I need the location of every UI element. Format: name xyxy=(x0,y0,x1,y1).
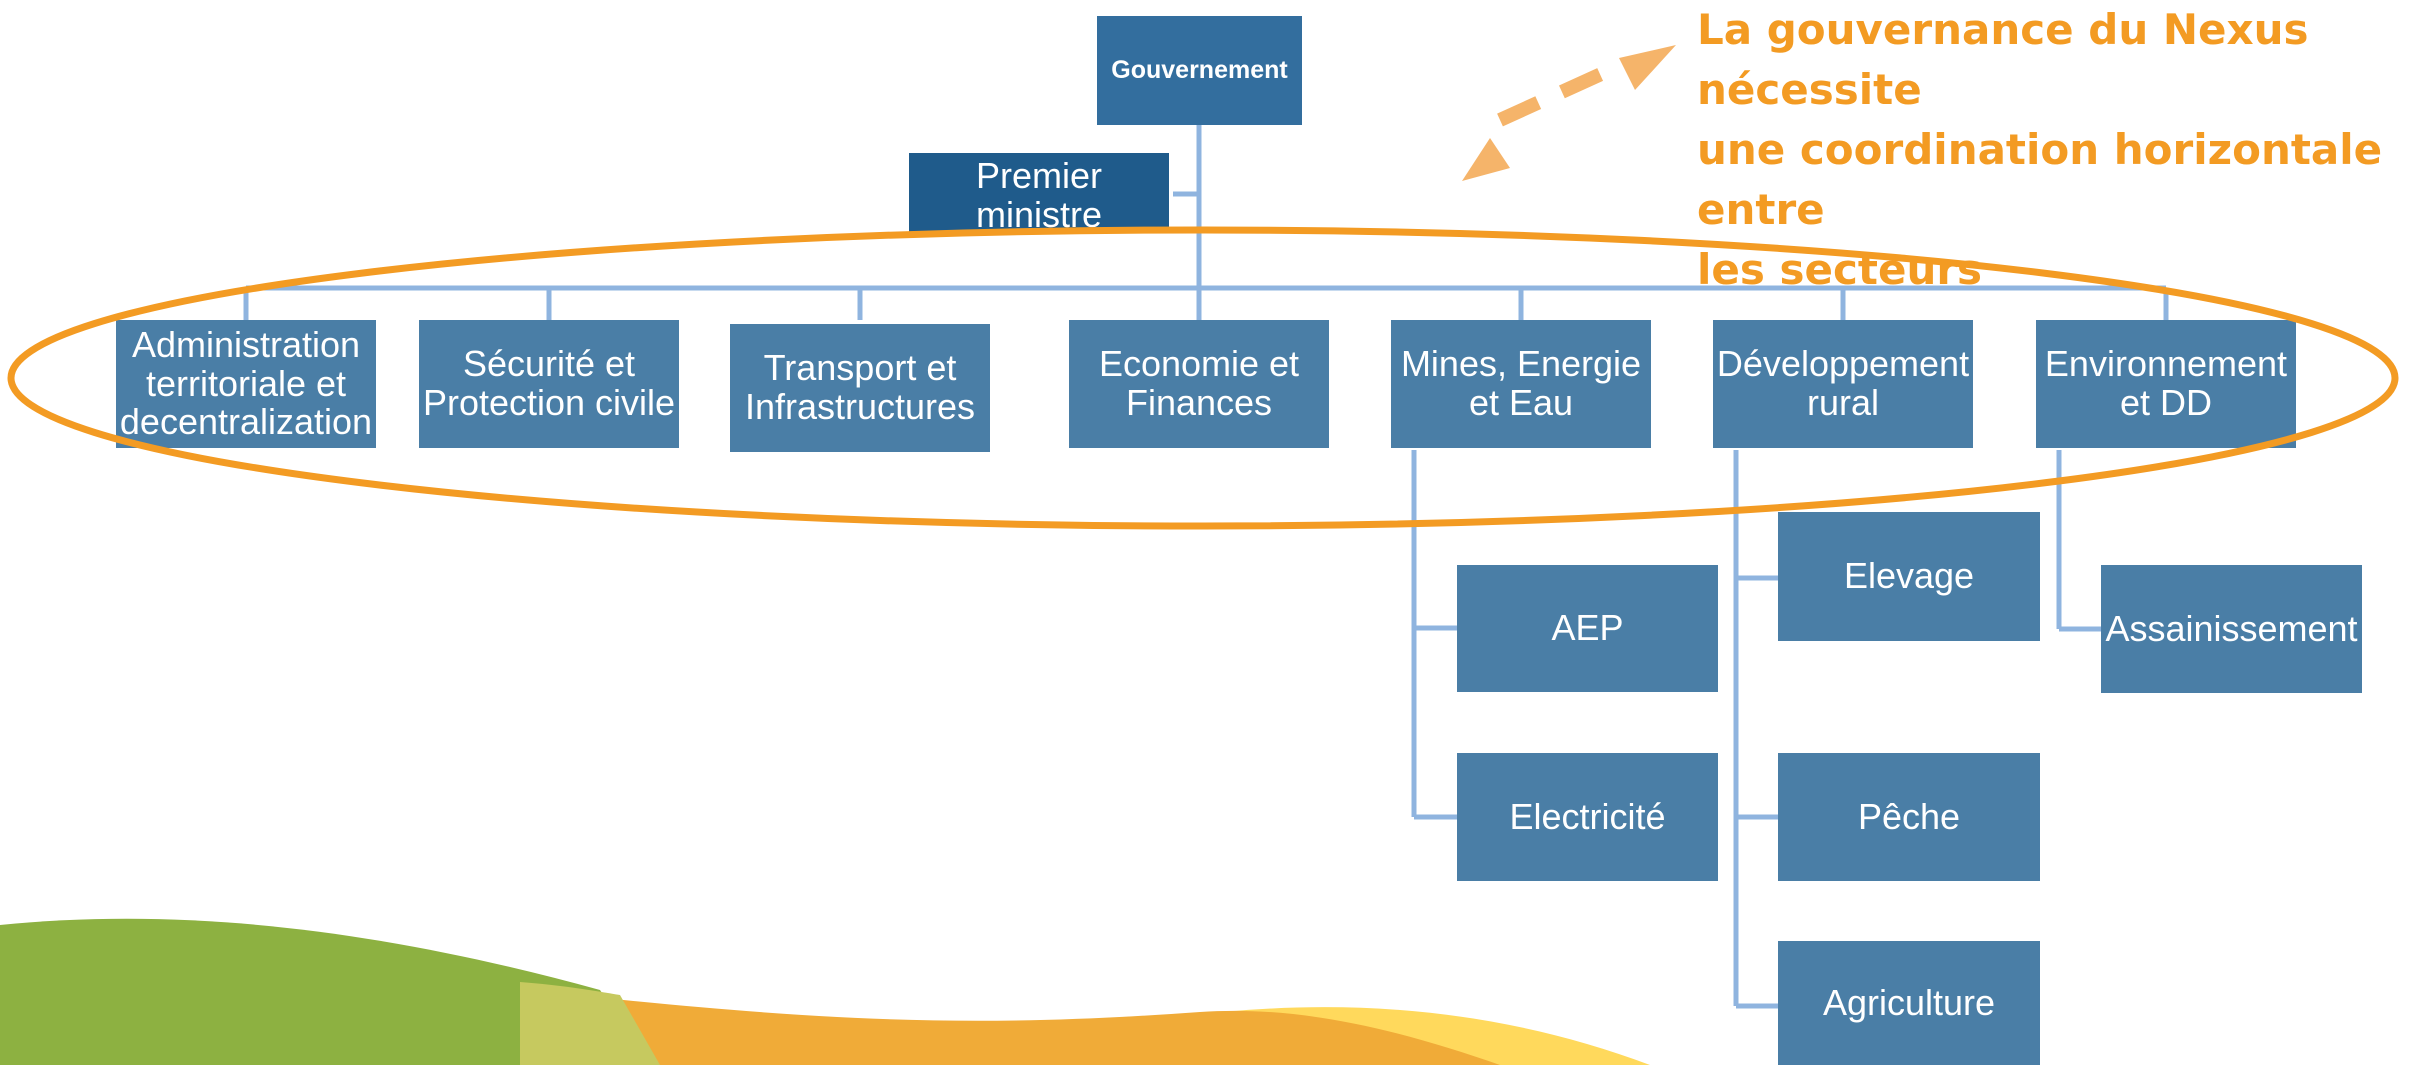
node-developpement-rural: Développement rural xyxy=(1713,320,1973,448)
sector-highlight-ellipse xyxy=(7,226,2399,530)
wave-green-light xyxy=(520,982,660,1065)
node-peche: Pêche xyxy=(1778,753,2040,881)
wave-orange xyxy=(480,985,1500,1065)
arrow-head-up-right xyxy=(1619,45,1676,90)
node-aep: AEP xyxy=(1457,565,1718,692)
node-administration: Administration territoriale et decentral… xyxy=(116,320,376,448)
arrow-dashed-shaft xyxy=(1497,63,1613,127)
node-gouvernement: Gouvernement xyxy=(1097,16,1302,125)
node-assainissement: Assainissement xyxy=(2101,565,2362,693)
node-transport: Transport et Infrastructures xyxy=(730,324,990,452)
node-electricite: Electricité xyxy=(1457,753,1718,881)
node-environnement: Environnement et DD xyxy=(2036,320,2296,448)
arrow-head-down-left xyxy=(1462,138,1510,181)
node-economie: Economie et Finances xyxy=(1069,320,1329,448)
annotation-text: La gouvernance du Nexus nécessite une co… xyxy=(1697,5,2383,294)
double-arrow-icon xyxy=(1462,45,1676,181)
node-securite: Sécurité et Protection civile xyxy=(419,320,679,448)
node-mines-energie-eau: Mines, Energie et Eau xyxy=(1391,320,1651,448)
wave-green xyxy=(0,918,650,1065)
node-elevage: Elevage xyxy=(1778,512,2040,641)
node-agriculture: Agriculture xyxy=(1778,941,2040,1065)
connectors-group xyxy=(243,125,2169,1009)
